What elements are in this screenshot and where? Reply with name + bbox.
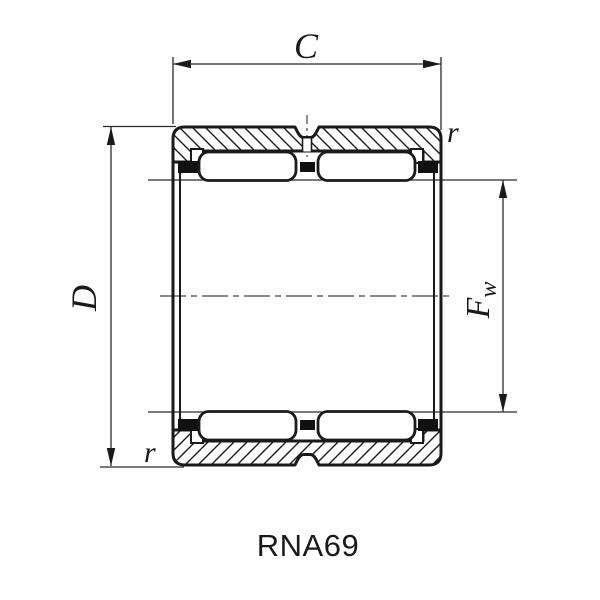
cage-block-top-left <box>178 161 198 173</box>
dimension-c <box>172 57 442 130</box>
fw-dim-label-main: F <box>460 296 497 319</box>
c-arrow-left <box>173 59 191 69</box>
d-arrow-top <box>106 127 116 145</box>
cage-block-top-right <box>418 161 438 173</box>
needle-roller-bottom-right <box>316 410 417 442</box>
fw-dim-label: Fw <box>460 282 502 320</box>
c-dim-label: C <box>294 26 319 66</box>
outer-ring-bottom-section <box>171 428 443 467</box>
c-arrow-right <box>423 59 441 69</box>
cage-block-bottom-right <box>418 419 438 431</box>
d-arrow-bottom <box>106 448 116 466</box>
dimension-fw <box>498 180 508 412</box>
cage-block-top-center <box>300 162 315 172</box>
outer-ring-top-section <box>171 125 443 164</box>
fw-dim-label-subscript: w <box>476 282 502 298</box>
part-number-label: RNA69 <box>257 528 359 563</box>
needle-roller-top-right <box>316 150 417 182</box>
needle-roller-bottom-left <box>197 410 298 442</box>
fw-arrow-top <box>498 180 508 198</box>
ring-side-faces <box>171 160 443 432</box>
cage-blocks <box>178 161 438 431</box>
oil-hole-channel <box>302 138 312 152</box>
dimension-d <box>100 125 184 468</box>
needle-rollers <box>197 150 417 442</box>
d-dim-label: D <box>64 285 104 312</box>
cage-block-bottom-left <box>178 419 198 431</box>
cage-block-bottom-center <box>300 420 315 430</box>
r-label-top-right: r <box>447 116 459 149</box>
fw-arrow-bottom <box>498 394 508 412</box>
r-label-bottom-left: r <box>144 436 156 469</box>
outer-ring-bottom-profile <box>171 428 443 467</box>
needle-roller-top-left <box>197 150 298 182</box>
